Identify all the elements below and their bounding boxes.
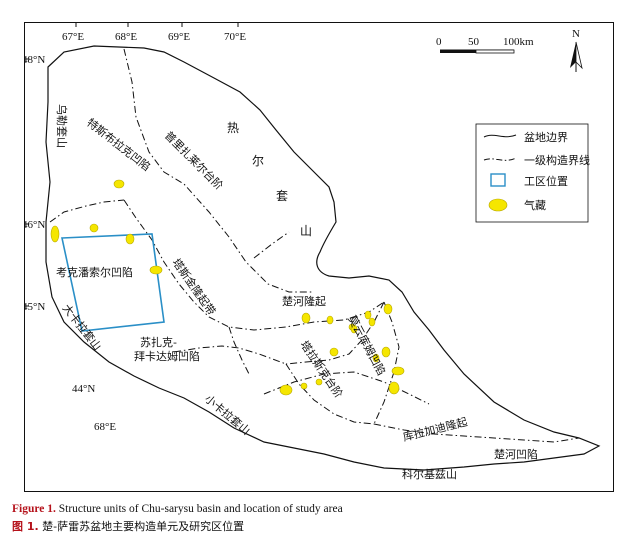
label-puli-step: 普里扎莱尔台阶 — [162, 128, 226, 192]
gas-field — [300, 382, 308, 390]
gas-field — [50, 225, 60, 243]
legend-label-gas-field: 气藏 — [524, 198, 546, 212]
caption-zh-label: 图 1. — [12, 520, 39, 533]
gas-field — [350, 324, 358, 334]
legend-label-structural-boundary: 一级构造界线 — [524, 153, 590, 167]
lat-label-45: 45°N — [24, 301, 45, 313]
lon-label-69: 69°E — [168, 31, 190, 43]
lon-label-68: 68°E — [115, 31, 137, 43]
gas-field — [149, 265, 163, 275]
gas-field — [125, 233, 135, 245]
map-svg: 67°E 68°E 69°E 70°E 48°N 46°N 45°N 44°N … — [24, 22, 614, 492]
legend-boundary-symbol — [483, 134, 517, 138]
scale-100km: 100km — [503, 36, 534, 48]
gas-field — [364, 310, 372, 320]
label-reer-4: 山 — [300, 224, 312, 238]
caption-en-label: Figure 1. — [12, 503, 56, 515]
gas-field — [279, 384, 293, 396]
gas-fields — [50, 179, 405, 396]
label-tesibu-depression: 特斯布拉克凹陷 — [84, 115, 153, 173]
lon-label-67: 67°E — [62, 31, 84, 43]
caption-chinese: 图 1. 楚-萨雷苏盆地主要构造单元及研究区位置 — [12, 518, 244, 534]
caption-zh-text: 楚-萨雷苏盆地主要构造单元及研究区位置 — [42, 520, 245, 533]
scale-bar: 0 50 100km — [436, 36, 534, 54]
caption-english: Figure 1. Structure units of Chu-sarysu … — [12, 503, 343, 515]
legend-structural-symbol — [483, 157, 517, 161]
lat-label-48: 48°N — [24, 54, 45, 66]
structural-boundaries — [49, 48, 580, 443]
label-chuhe-depression: 楚河凹陷 — [494, 447, 538, 461]
label-tasijin-uplift: 塔斯金隆起带 — [170, 256, 219, 318]
legend-gas-symbol — [488, 198, 508, 212]
svg-text:N: N — [572, 28, 580, 40]
label-reer-2: 尔 — [252, 153, 264, 168]
gas-field — [368, 317, 376, 327]
label-xiaokala-mountain: 小卡拉套山 — [202, 392, 253, 438]
label-kulajia-uplift: 库拉加迪隆起 — [401, 414, 468, 444]
map-border — [24, 22, 614, 492]
gas-field — [383, 303, 393, 315]
gas-field — [113, 179, 125, 189]
scale-0: 0 — [436, 36, 442, 48]
gas-field — [329, 347, 339, 357]
map-figure: 67°E 68°E 69°E 70°E 48°N 46°N 45°N 44°N … — [24, 22, 614, 492]
legend: 盆地边界 一级构造界线 工区位置 气藏 — [475, 123, 590, 223]
lat-label-44: 44°N — [72, 383, 95, 395]
label-dakala-mountain: 大卡拉套山 — [60, 301, 105, 353]
label-keerji-mountain: 科尔基兹山 — [402, 467, 457, 481]
legend-label-basin-boundary: 盆地边界 — [524, 130, 568, 144]
label-suzhake-2: 拜卡达姆凹陷 — [134, 349, 200, 363]
label-wulu-mountain: 乌勒套山 — [55, 104, 69, 148]
study-area-box — [61, 233, 165, 332]
label-moyun-depression: 莫云库姆凹陷 — [345, 313, 388, 378]
gas-field — [372, 353, 380, 363]
gas-field — [381, 346, 391, 358]
lon-label-70: 70°E — [224, 31, 246, 43]
label-reer-3: 套 — [276, 189, 288, 203]
gas-field — [388, 381, 400, 395]
gas-field — [315, 378, 323, 386]
gas-field — [301, 312, 311, 324]
label-reer-1: 热 — [227, 121, 239, 135]
gas-field — [89, 223, 99, 233]
legend-study-area-symbol — [490, 173, 506, 187]
gas-field — [326, 315, 334, 325]
gas-field — [391, 366, 405, 376]
label-kaoke-depression: 考克潘索尔凹陷 — [56, 265, 133, 279]
lat-label-46: 46°N — [24, 219, 45, 231]
label-suzhake-1: 苏扎克- — [140, 335, 177, 349]
lon-ticks — [24, 22, 239, 307]
basin-boundary-line — [45, 45, 601, 471]
legend-label-study-area: 工区位置 — [524, 174, 568, 188]
label-chuhe-uplift: 楚河隆起 — [282, 294, 326, 308]
caption-en-text: Structure units of Chu-sarysu basin and … — [58, 503, 343, 515]
lon-label-68-bottom: 68°E — [94, 421, 116, 433]
label-talasi-step: 塔拉斯克台阶 — [298, 338, 347, 401]
scale-50: 50 — [468, 36, 480, 48]
north-arrow-icon: N — [570, 28, 583, 72]
